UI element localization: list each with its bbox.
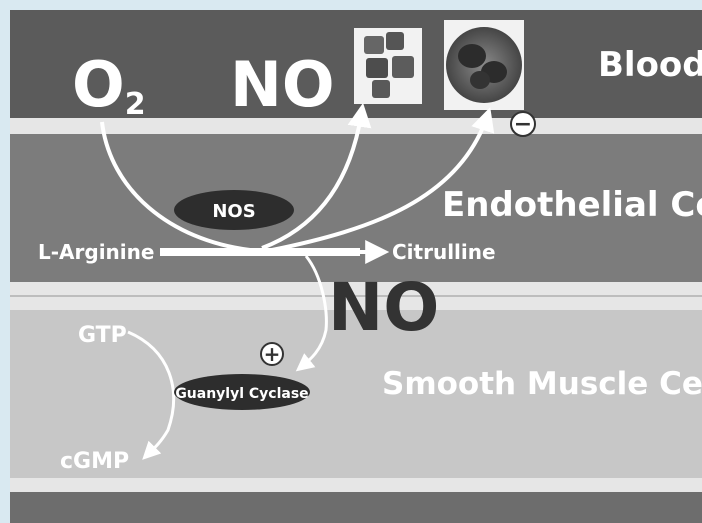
gtp-label: GTP [78,323,127,348]
citrulline-label: Citrulline [392,240,496,264]
arrow-to-platelets [261,102,372,250]
arrow-to-guanylyl-cyclase [295,255,328,372]
no-large-label: NO [328,269,439,346]
inhibition-sign: − [514,112,532,137]
membrane-band-lower [10,478,702,492]
nos-enzyme [174,190,294,230]
guanylyl-cyclase-enzyme [174,374,310,410]
inhibition-icon [510,111,536,137]
arrow-to-neutrophil [271,107,495,252]
endothelial-cell-label: Endothelial Cell [442,185,702,225]
reaction-bar [160,248,360,256]
no-pathway-diagram: O2 NO Blood Endothelial Cell NOS L-Argin… [10,10,702,523]
smooth-muscle-layer [10,310,702,478]
guanylyl-cyclase-label: Guanylyl Cyclase [175,386,308,402]
no-blood-label: NO [230,48,335,121]
l-arginine-label: L-Arginine [38,240,154,264]
oxygen-label: O2 [72,48,146,122]
endothelial-layer [10,134,702,282]
platelet-cluster-image [354,28,422,104]
neutrophil-image [444,20,524,110]
cgmp-label: cGMP [60,449,129,474]
oxygen-curve [100,121,251,252]
blood-label: Blood [598,45,702,85]
gtp-to-cgmp-curve [127,330,176,460]
nos-label: NOS [212,201,255,222]
bottom-layer [10,492,702,523]
activation-sign: + [264,342,281,366]
activation-icon [260,342,284,366]
diagram-frame: O2 NO Blood Endothelial Cell NOS L-Argin… [10,10,702,523]
smooth-muscle-cell-label: Smooth Muscle Cell [382,366,702,402]
